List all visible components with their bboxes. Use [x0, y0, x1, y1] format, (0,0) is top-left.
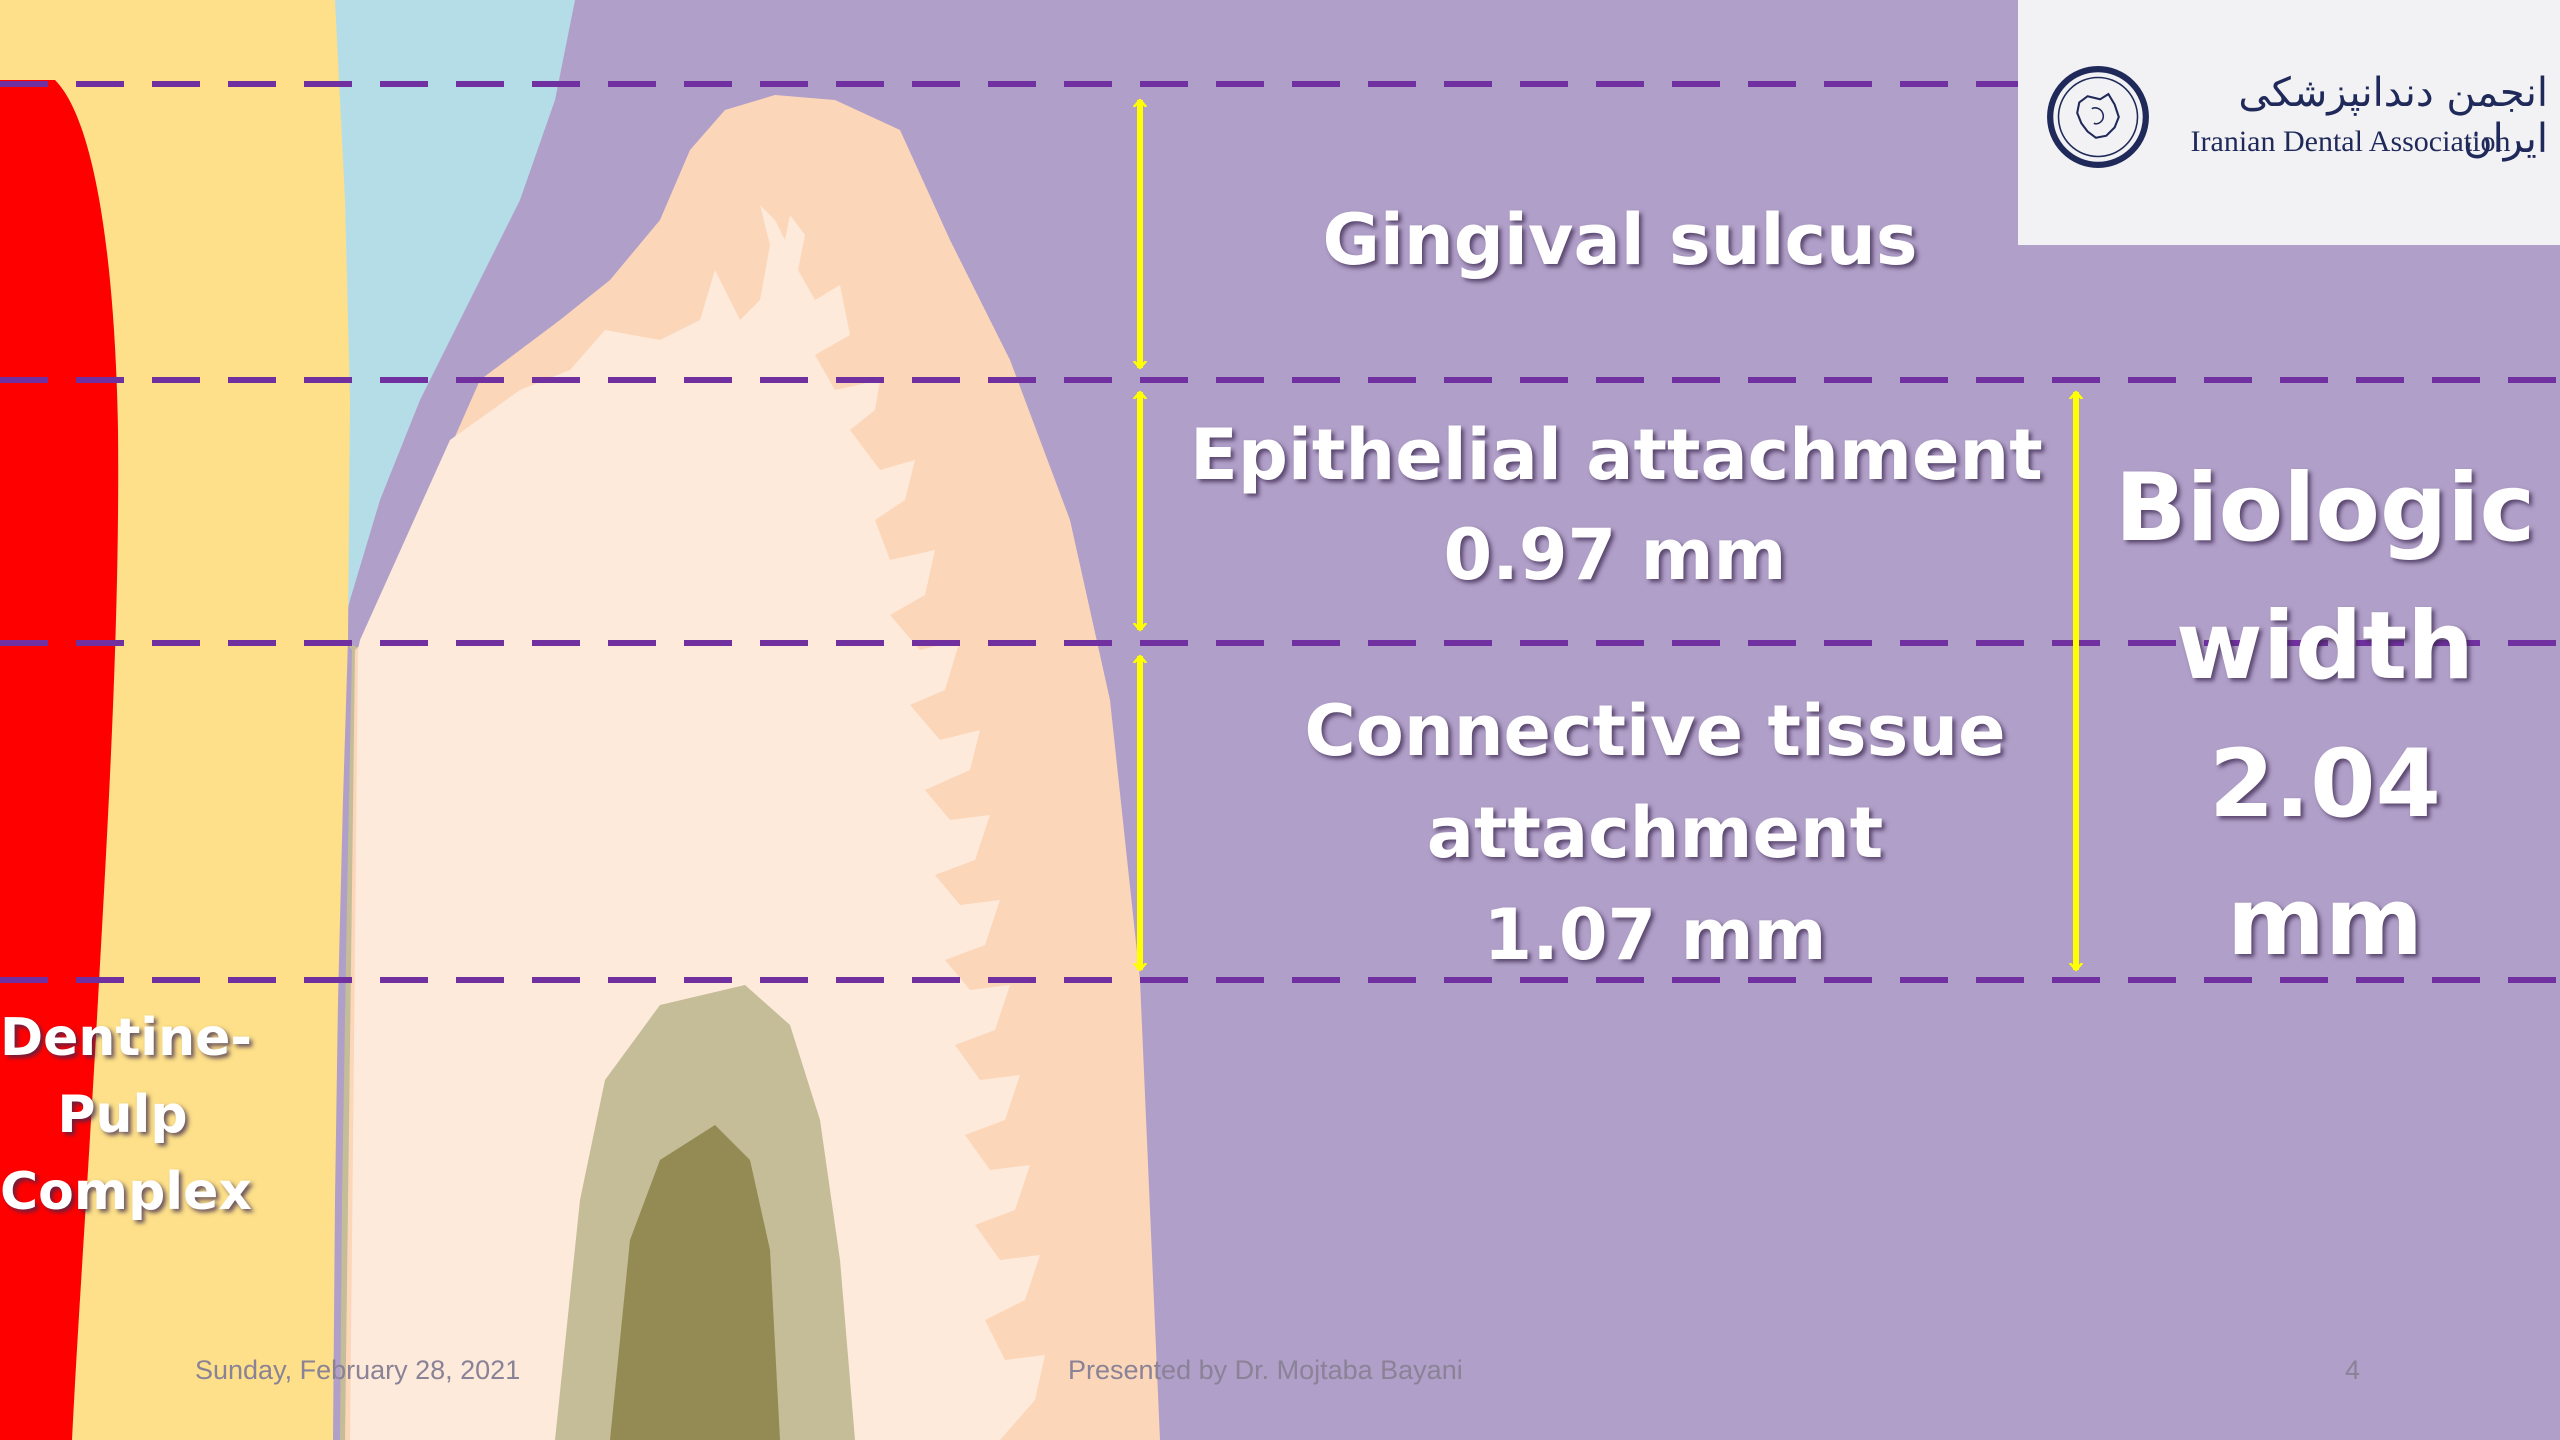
epithelial-attachment-label: Epithelial attachment 0.97 mm — [1190, 405, 2040, 605]
biologic-width-unit: mm — [2100, 854, 2550, 992]
epithelial-attachment-value: 0.97 mm — [1190, 505, 2040, 605]
iran-map-emblem-icon — [2046, 65, 2150, 169]
gingival-sulcus-label: Gingival sulcus — [1300, 195, 1940, 285]
biologic-width-value: 2.04 — [2100, 716, 2550, 854]
biologic-width-line1: Biologic — [2100, 440, 2550, 578]
dentine-pulp-complex-label: Dentine- Pulp Complex — [0, 1000, 245, 1231]
connective-tissue-label: Connective tissue attachment 1.07 mm — [1260, 680, 2050, 986]
gingival-sulcus-text: Gingival sulcus — [1300, 195, 1940, 285]
logo-english-name: Iranian Dental Association — [2163, 125, 2538, 159]
connective-tissue-line1: Connective tissue — [1260, 680, 2050, 782]
biologic-width-label: Biologic width 2.04 mm — [2100, 440, 2550, 992]
footer-date: Sunday, February 28, 2021 — [195, 1355, 520, 1386]
epithelial-attachment-title: Epithelial attachment — [1190, 405, 2040, 505]
dentine-pulp-line1: Dentine- — [0, 1000, 245, 1077]
footer-page-number: 4 — [2345, 1355, 2360, 1386]
biologic-width-line2: width — [2100, 578, 2550, 716]
association-logo: انجمن دندانپزشکی ایران Iranian Dental As… — [2018, 0, 2560, 245]
connective-tissue-line2: attachment — [1260, 782, 2050, 884]
dentine-pulp-line3: Complex — [0, 1154, 245, 1231]
connective-tissue-value: 1.07 mm — [1260, 884, 2050, 986]
dentine-pulp-line2: Pulp — [0, 1077, 245, 1154]
footer-presenter: Presented by Dr. Mojtaba Bayani — [1068, 1355, 1463, 1386]
